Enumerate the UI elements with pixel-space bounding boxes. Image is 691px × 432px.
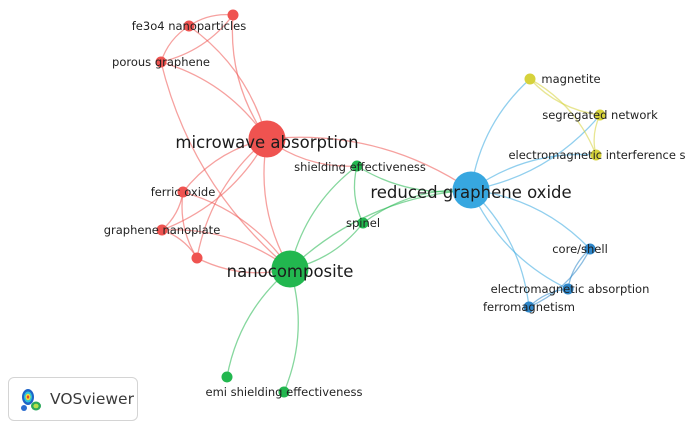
label-layer: fe3o4 nanoparticles porous graphene microw…: [104, 19, 686, 399]
node-fe3o4[interactable]: [183, 20, 195, 32]
node-nano[interactable]: [271, 250, 309, 288]
label-gnp[interactable]: graphene nanoplate: [104, 223, 221, 237]
node-ema[interactable]: [562, 283, 574, 295]
vosviewer-wordmark: VOSviewer: [50, 390, 134, 408]
link-nano-rgo: [289, 189, 472, 270]
label-emise[interactable]: emi shielding effectiveness: [206, 385, 363, 399]
label-ferro[interactable]: ferromagnetism: [483, 300, 575, 314]
node-magnetite[interactable]: [524, 73, 536, 85]
node-rgo[interactable]: [452, 171, 490, 209]
node-coreshell[interactable]: [584, 243, 596, 255]
node-ferro[interactable]: [523, 301, 535, 313]
label-microwave[interactable]: microwave absorption: [175, 133, 358, 152]
node-redlow[interactable]: [191, 252, 203, 264]
node-segnet[interactable]: [594, 109, 606, 121]
node-spinel[interactable]: [357, 217, 369, 229]
label-magnetite[interactable]: magnetite: [541, 72, 600, 86]
node-microwave[interactable]: [248, 120, 286, 158]
label-emis[interactable]: electromagnetic interference s: [508, 148, 685, 162]
label-ema[interactable]: electromagnetic absorption: [491, 282, 650, 296]
label-shield[interactable]: shielding effectiveness: [294, 160, 426, 174]
link-microwave-fe3o4: [188, 25, 268, 140]
link-microwave-porous: [160, 61, 268, 140]
vosviewer-logo-icon: [21, 389, 41, 411]
label-fe3o4[interactable]: fe3o4 nanoparticles: [132, 19, 246, 33]
label-ferric[interactable]: ferric oxide: [151, 185, 216, 199]
label-porous[interactable]: porous graphene: [112, 55, 210, 69]
link-shield-spinel: [353, 165, 364, 224]
link-nano-greenlow: [226, 268, 291, 378]
link-microwave-rgo: [266, 136, 472, 191]
label-segnet[interactable]: segregated network: [542, 108, 658, 122]
node-porous[interactable]: [155, 56, 167, 68]
label-coreshell[interactable]: core/shell: [552, 242, 608, 256]
edge-layer: [160, 13, 601, 393]
label-nano[interactable]: nanocomposite: [227, 262, 354, 281]
link-porous-redsmall: [160, 14, 234, 63]
node-gnp[interactable]: [156, 224, 168, 236]
node-layer: [155, 9, 606, 398]
label-spinel[interactable]: spinel: [346, 216, 380, 230]
node-ferric[interactable]: [177, 186, 189, 198]
node-emis[interactable]: [590, 149, 602, 161]
node-emise[interactable]: [278, 386, 290, 398]
node-shield[interactable]: [351, 160, 363, 172]
link-porous-nano: [160, 61, 291, 270]
node-greenlow[interactable]: [221, 371, 233, 383]
label-rgo[interactable]: reduced graphene oxide: [370, 183, 571, 202]
node-redsmall[interactable]: [227, 9, 239, 21]
vosviewer-badge: VOSviewer: [8, 377, 138, 421]
link-magnetite-emis: [529, 78, 597, 156]
link-rgo-magnetite: [470, 78, 531, 191]
link-coreshell-ferro: [528, 248, 591, 308]
